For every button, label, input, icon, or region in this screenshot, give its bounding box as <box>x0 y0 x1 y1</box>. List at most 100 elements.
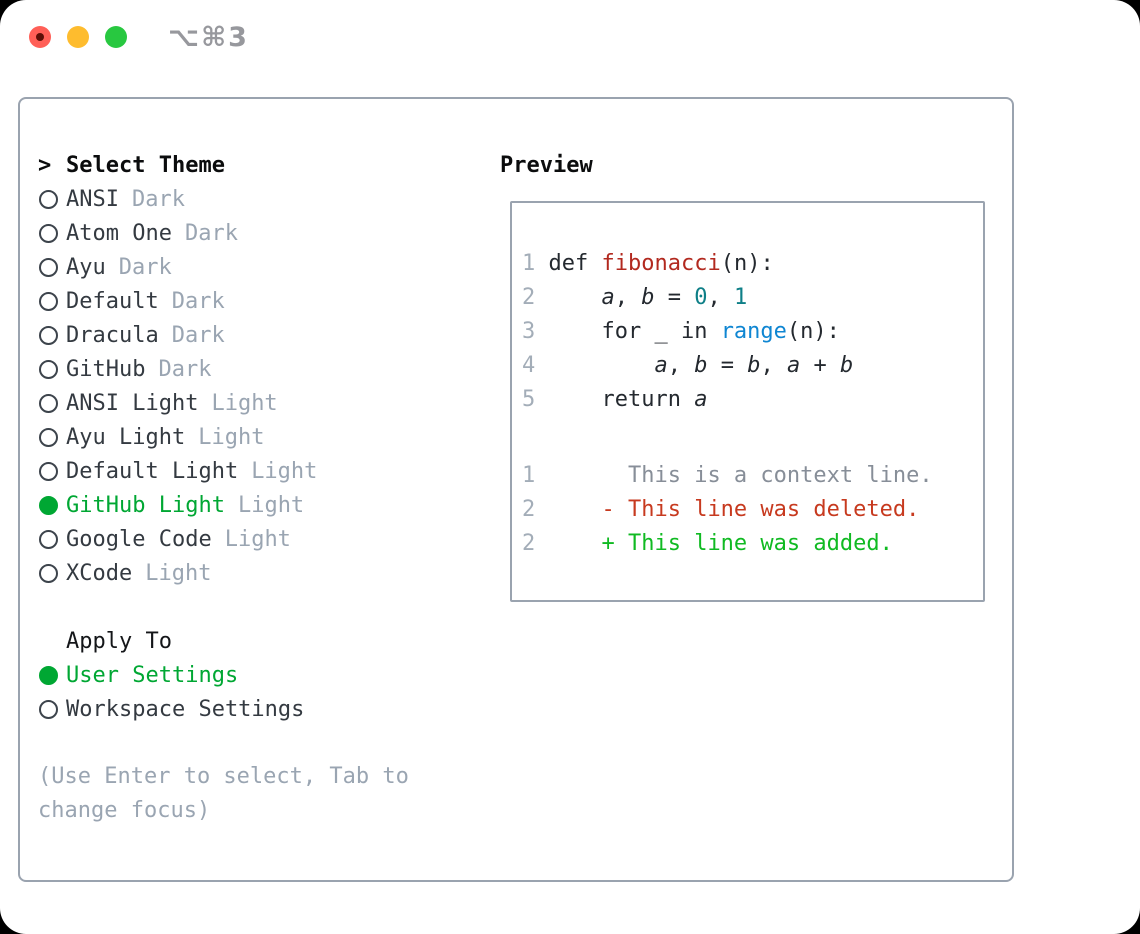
radio-unselected-icon <box>39 699 58 719</box>
theme-name: Default <box>66 288 159 314</box>
theme-name: Dracula <box>66 322 159 348</box>
radio-marker <box>38 359 66 379</box>
apply-option-user-settings[interactable]: User Settings <box>38 658 488 692</box>
theme-variant: Dark <box>118 254 172 280</box>
radio-unselected-icon <box>39 563 58 583</box>
apply-option-label: User Settings <box>66 662 239 688</box>
theme-name: XCode <box>66 560 133 586</box>
preview-title: Preview <box>500 152 593 178</box>
code-segment: , <box>667 353 695 378</box>
close-modified-dot-icon <box>36 33 44 41</box>
theme-variant: Dark <box>158 356 212 382</box>
hint-line: (Use Enter to select, Tab to <box>38 764 409 789</box>
theme-name: Atom One <box>66 220 172 246</box>
theme-variant: Dark <box>171 322 225 348</box>
theme-name: ANSI Light <box>66 390 199 416</box>
code-segment: , <box>707 285 734 310</box>
code-segment: + <box>800 353 840 378</box>
theme-variant: Light <box>211 390 278 416</box>
spacer <box>38 726 488 760</box>
code-line: 2 + This line was added. <box>522 527 983 561</box>
theme-name: ANSI <box>66 186 119 212</box>
theme-name: Google Code <box>66 526 212 552</box>
theme-variant: Light <box>224 526 291 552</box>
zoom-button[interactable] <box>105 26 127 48</box>
theme-variant: Light <box>237 492 305 518</box>
theme-option-github[interactable]: GitHub Dark <box>38 352 488 386</box>
radio-marker <box>38 393 66 413</box>
radio-unselected-icon <box>39 291 58 311</box>
radio-unselected-icon <box>39 393 58 413</box>
radio-selected-icon <box>39 665 58 685</box>
radio-marker <box>38 257 66 277</box>
code-line: 4 a, b = b, a + b <box>522 349 983 383</box>
apply-to-header-row: Apply To <box>38 624 488 658</box>
select-theme-header-row: > Select Theme <box>38 148 488 182</box>
radio-marker <box>38 563 66 583</box>
code-segment: a <box>601 285 615 310</box>
code-segment: range <box>720 319 787 344</box>
apply-option-label: Workspace Settings <box>66 696 305 722</box>
traffic-lights <box>29 26 127 48</box>
spacer <box>38 590 488 624</box>
window-shortcut-label: ⌥⌘3 <box>168 22 249 53</box>
radio-marker <box>38 495 66 515</box>
theme-name: GitHub <box>66 356 146 382</box>
minimize-button[interactable] <box>67 26 89 48</box>
code-segment: for _ in <box>548 319 721 344</box>
radio-marker <box>38 189 66 209</box>
code-segment: (n): <box>720 251 774 276</box>
spacer <box>522 417 983 459</box>
code-segment <box>549 353 655 378</box>
theme-variant: Light <box>198 424 265 450</box>
radio-marker <box>38 665 66 685</box>
code-segment: (n): <box>786 319 840 344</box>
diff-preview: 1 This is a context line.2 - This line w… <box>522 459 983 561</box>
theme-option-google-code[interactable]: Google Code Light <box>38 522 488 556</box>
theme-name: Ayu <box>66 254 106 280</box>
theme-option-ayu[interactable]: Ayu Dark <box>38 250 488 284</box>
code-segment: return <box>548 387 695 412</box>
code-segment: , <box>760 353 787 378</box>
theme-option-ansi[interactable]: ANSI Dark <box>38 182 488 216</box>
code-segment <box>549 285 602 310</box>
code-line: 1 This is a context line. <box>522 459 983 493</box>
close-button[interactable] <box>29 26 51 48</box>
theme-option-dracula[interactable]: Dracula Dark <box>38 318 488 352</box>
apply-option-workspace-settings[interactable]: Workspace Settings <box>38 692 488 726</box>
radio-marker <box>38 461 66 481</box>
code-line: 1 def fibonacci(n): <box>522 247 983 281</box>
line-number: 2 <box>522 531 549 556</box>
line-number: 5 <box>522 387 549 412</box>
radio-unselected-icon <box>39 359 58 379</box>
line-number: 3 <box>522 319 549 344</box>
code-segment: b <box>641 285 655 310</box>
theme-variant: Dark <box>131 186 185 212</box>
radio-marker <box>38 291 66 311</box>
radio-unselected-icon <box>39 529 58 549</box>
theme-option-ayu-light[interactable]: Ayu Light Light <box>38 420 488 454</box>
radio-unselected-icon <box>39 257 58 277</box>
line-number: 1 <box>522 251 549 276</box>
theme-option-ansi-light[interactable]: ANSI Light Light <box>38 386 488 420</box>
code-segment: This is a context line. <box>548 463 933 488</box>
code-segment: , <box>614 285 642 310</box>
radio-marker <box>38 427 66 447</box>
hint-text: (Use Enter to select, Tab to change focu… <box>38 760 488 828</box>
code-segment: b <box>747 353 761 378</box>
code-segment: a <box>694 387 708 412</box>
code-line: 3 for _ in range(n): <box>522 315 983 349</box>
theme-name: Ayu Light <box>66 424 186 450</box>
theme-name: Default Light <box>66 458 239 484</box>
